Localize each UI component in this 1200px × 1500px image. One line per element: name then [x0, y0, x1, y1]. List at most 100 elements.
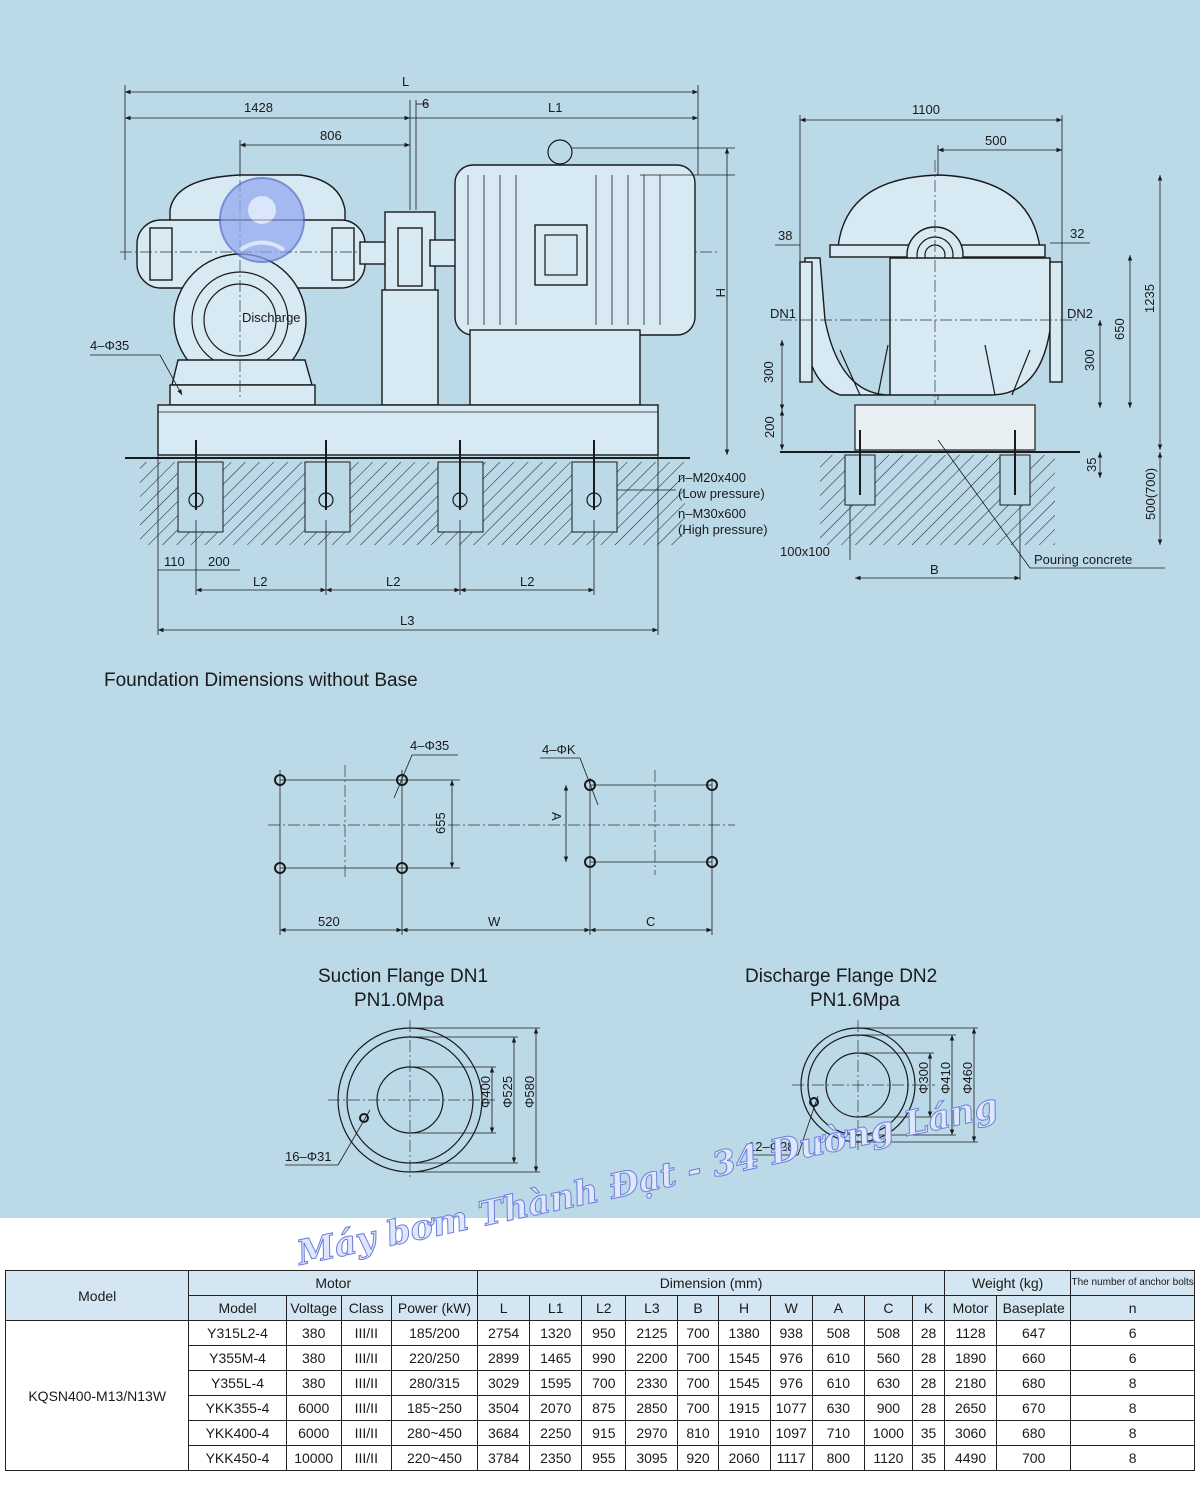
table-cell: 700	[677, 1345, 719, 1371]
table-cell: 710	[811, 1420, 865, 1446]
dim-200b: 200	[208, 554, 230, 569]
table-cell: 8	[1070, 1370, 1195, 1396]
table-cell: 8	[1070, 1395, 1195, 1421]
dim-L2-b: L2	[386, 574, 400, 589]
table-cell: 3095	[625, 1445, 679, 1471]
table-cell: 875	[581, 1395, 627, 1421]
discharge-dia-300: Φ300	[916, 1062, 931, 1094]
dim-655: 655	[433, 812, 448, 834]
table-cell: 1120	[863, 1445, 913, 1471]
th-sub-L3: L3	[625, 1295, 679, 1321]
discharge-dia-460: Φ460	[960, 1062, 975, 1094]
table-cell: 1545	[717, 1345, 771, 1371]
dim-6: 6	[422, 96, 429, 111]
pump-model-cell: KQSN400-M13/N13W	[4, 1320, 190, 1471]
table-cell: 920	[677, 1445, 719, 1471]
company-logo	[219, 177, 305, 263]
table-cell: III/II	[340, 1420, 392, 1446]
table-cell: 976	[769, 1370, 813, 1396]
table-cell: 380	[285, 1320, 342, 1346]
front-view: 1100 500 DN1 DN2 38 32 300 200	[761, 102, 1165, 581]
dim-L2-a: L2	[253, 574, 267, 589]
th-motor: Motor	[188, 1270, 479, 1296]
anchor-bolts	[188, 440, 602, 510]
table-cell: 220/250	[390, 1345, 479, 1371]
dim-300-left: 300	[761, 361, 776, 383]
table-cell: 35	[911, 1420, 946, 1446]
dim-500: 500	[985, 133, 1007, 148]
dim-1428: 1428	[244, 100, 273, 115]
table-cell: 1465	[529, 1345, 583, 1371]
dim-4phi35: 4–Φ35	[90, 338, 129, 353]
dim-H: H	[713, 288, 728, 297]
th-sub-baseplate: Baseplate	[996, 1295, 1072, 1321]
table-cell: 976	[769, 1345, 813, 1371]
table-cell: 2250	[529, 1420, 583, 1446]
table-cell: 2899	[477, 1345, 531, 1371]
th-dimension: Dimension (mm)	[477, 1270, 946, 1296]
th-model: Model	[4, 1270, 190, 1321]
table-cell: III/II	[340, 1345, 392, 1371]
table-cell: 6000	[285, 1420, 342, 1446]
th-sub-C: C	[863, 1295, 913, 1321]
table-cell: III/II	[340, 1395, 392, 1421]
table-cell: Y355L-4	[188, 1370, 287, 1396]
dim-L: L	[402, 74, 409, 89]
table-cell: 915	[581, 1420, 627, 1446]
table-cell: 1000	[863, 1420, 913, 1446]
table-cell: 3784	[477, 1445, 531, 1471]
th-sub-A: A	[811, 1295, 865, 1321]
th-sub-H: H	[717, 1295, 771, 1321]
table-cell: Y315L2-4	[188, 1320, 287, 1346]
table-cell: 810	[677, 1420, 719, 1446]
table-cell: 2850	[625, 1395, 679, 1421]
dim-35: 35	[1084, 458, 1099, 472]
table-cell: 380	[285, 1345, 342, 1371]
table-cell: 508	[863, 1320, 913, 1346]
table-cell: 610	[811, 1370, 865, 1396]
table-cell: III/II	[340, 1445, 392, 1471]
table-cell: 1910	[717, 1420, 771, 1446]
th-sub-model: Model	[188, 1295, 287, 1321]
table-cell: 8	[1070, 1420, 1195, 1446]
suction-flange-pn: PN1.0Mpa	[354, 990, 444, 1011]
spec-table: Model Motor Dimension (mm) Weight (kg) T…	[4, 1270, 1195, 1471]
label-DN2: DN2	[1067, 306, 1093, 321]
table-cell: 28	[911, 1320, 946, 1346]
foundation-4phi35: 4–Φ35	[410, 738, 449, 753]
table-cell: 185/200	[390, 1320, 479, 1346]
technical-drawing: L 1428 L1 6 806 Discharge 4–Φ35	[90, 74, 1165, 1180]
table-cell: 700	[996, 1445, 1072, 1471]
bolt-spec-high: n–M30x600	[678, 506, 746, 521]
table-cell: 700	[677, 1320, 719, 1346]
th-sub-B: B	[677, 1295, 719, 1321]
table-cell: 1915	[717, 1395, 771, 1421]
discharge-flange-title: Discharge Flange DN2	[745, 966, 937, 987]
dim-300-right: 300	[1082, 349, 1097, 371]
th-weight: Weight (kg)	[944, 1270, 1072, 1296]
suction-flange-title: Suction Flange DN1	[318, 966, 488, 987]
th-sub-motor-weight: Motor	[944, 1295, 998, 1321]
table-cell: 6	[1070, 1320, 1195, 1346]
th-sub-L2: L2	[581, 1295, 627, 1321]
th-sub-L1: L1	[529, 1295, 583, 1321]
table-cell: 185~250	[390, 1395, 479, 1421]
table-cell: 28	[911, 1395, 946, 1421]
table-cell: YKK400-4	[188, 1420, 287, 1446]
dim-L2-c: L2	[520, 574, 534, 589]
table-cell: 990	[581, 1345, 627, 1371]
table-cell: 220~450	[390, 1445, 479, 1471]
suction-flange: Φ400 Φ525 Φ580 16–Φ31	[285, 1020, 540, 1180]
table-cell: 6000	[285, 1395, 342, 1421]
table-cell: 3029	[477, 1370, 531, 1396]
dim-1100: 1100	[912, 102, 940, 117]
th-sub-W: W	[769, 1295, 813, 1321]
table-cell: 938	[769, 1320, 813, 1346]
